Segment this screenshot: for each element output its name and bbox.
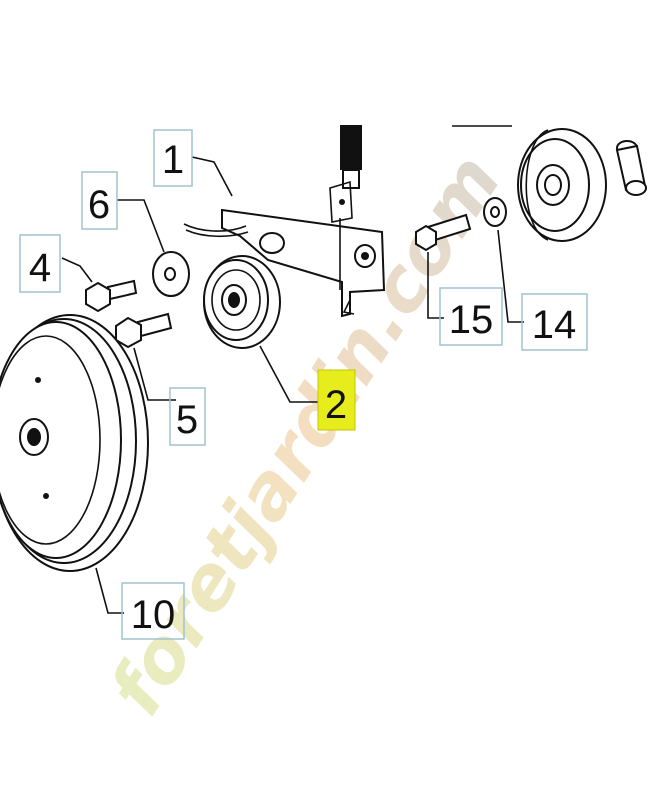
callout-14-label: 14: [532, 303, 577, 347]
part-bolt-4: [85, 279, 138, 313]
leader-lines: [61, 156, 524, 614]
part-washer-14: [483, 197, 507, 227]
part-bushing: [615, 140, 647, 196]
callout-5: 5: [169, 387, 206, 446]
callout-1-label: 1: [162, 138, 184, 182]
part-large-pulley: [0, 314, 149, 572]
part-spring: [329, 125, 362, 223]
callout-15-label: 15: [449, 298, 494, 342]
callout-4-label: 4: [29, 246, 51, 290]
callout-1: 1: [153, 129, 193, 187]
callout-10: 10: [121, 582, 185, 640]
callout-4: 4: [19, 234, 61, 293]
callout-14: 14: [521, 293, 588, 351]
part-washer-6: [152, 251, 190, 297]
callout-15: 15: [439, 287, 503, 346]
callout-5-label: 5: [176, 398, 198, 442]
part-bolt-15: [415, 213, 472, 252]
callout-6-label: 6: [88, 183, 110, 227]
callout-2-label: 2: [325, 383, 347, 427]
part-idler-pulley: [203, 255, 281, 349]
callout-6: 6: [81, 171, 118, 230]
part-tension-bracket: [183, 208, 386, 318]
callout-2: 2: [317, 369, 356, 431]
callout-10-label: 10: [131, 593, 176, 637]
part-top-right-pulley: [452, 125, 607, 242]
part-bolt-5: [115, 312, 173, 349]
